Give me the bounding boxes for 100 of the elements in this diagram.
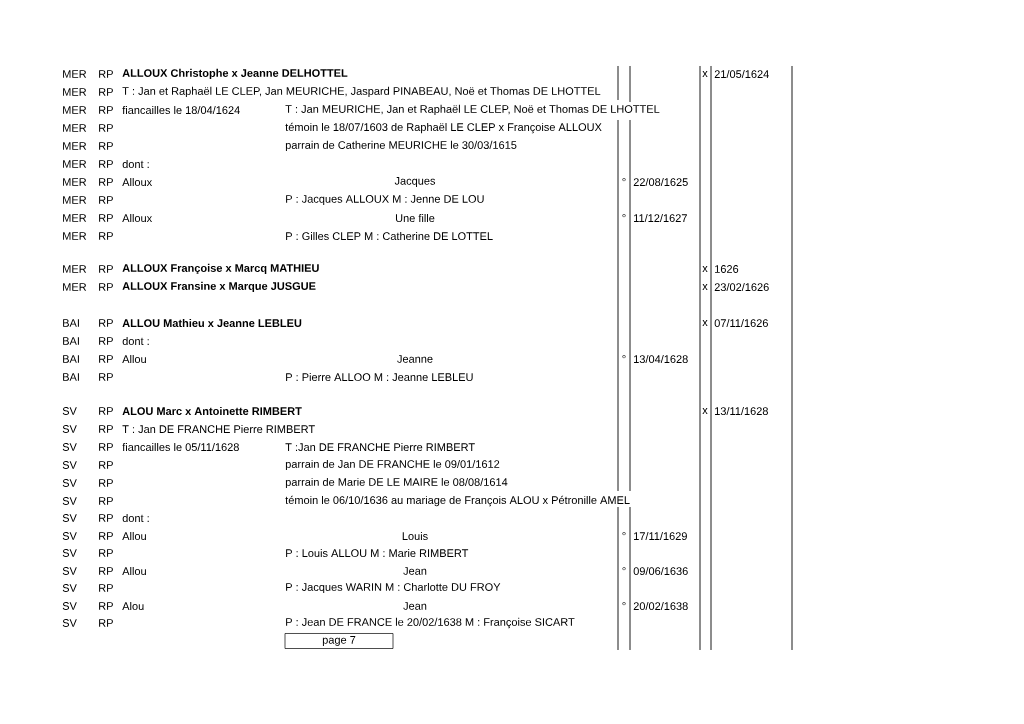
baptism-date: 22/08/1625: [633, 177, 688, 187]
child-name: Jeanne: [397, 355, 433, 363]
place-code: MER: [63, 232, 87, 240]
register-code: RP: [99, 567, 113, 575]
baptism-date: 09/06/1636: [633, 566, 688, 576]
record-text: T :Jan DE FRANCHE Pierre RIMBERT: [285, 442, 475, 452]
place-code: SV: [62, 407, 77, 415]
record-text: Alou: [122, 601, 144, 611]
record-text: T : Jan et Raphaël LE CLEP, Jan MEURICHE, Jaspard PINABEAU, Noë et Thomas DE LHOTTEL: [122, 86, 601, 98]
record-text: Allou: [122, 354, 146, 364]
register-code: RP: [99, 443, 113, 451]
marriage-date: 23/02/1626: [714, 282, 769, 292]
place-code: MER: [63, 214, 87, 222]
child-name: Louis: [402, 531, 428, 541]
record-text: dont :: [122, 513, 149, 523]
place-code: SV: [62, 567, 77, 575]
couple-heading: ALLOU Mathieu x Jeanne LEBLEU: [122, 318, 302, 328]
register-code: RP: [99, 160, 113, 168]
place-code: SV: [62, 461, 77, 469]
register-code: RP: [99, 373, 113, 381]
record-text: Alloux: [122, 177, 153, 187]
record-text: P : Gilles CLEP M : Catherine DE LOTTEL: [286, 231, 493, 241]
child-name: Jean: [403, 567, 427, 575]
marriage-date: 1626: [715, 265, 739, 273]
baptism-date: 17/11/1629: [634, 531, 687, 541]
child-name: Jacques: [394, 177, 436, 187]
register-code: RP: [99, 319, 113, 327]
record-text: témoin le 18/07/1603 de Raphaël LE CLEP x Françoise ALLOUX: [285, 122, 602, 134]
place-code: BAI: [63, 355, 79, 363]
marriage-sign: x: [702, 284, 708, 290]
record-text: Alloux: [122, 213, 153, 223]
page-number-box: page 7: [284, 633, 394, 649]
register-code: RP: [99, 70, 113, 78]
register-code: RP: [99, 479, 113, 487]
baptism-sign: °: [622, 214, 626, 218]
record-text: P : Jacques WARIN M : Charlotte DU FROY: [286, 582, 501, 594]
record-text: témoin le 06/10/1636 au mariage de François ALOU x Pétronille AMEL: [285, 495, 630, 507]
register-code: RP: [99, 497, 113, 505]
register-code: RP: [99, 337, 113, 345]
record-text: T : Jan DE FRANCHE Pierre RIMBERT: [122, 424, 315, 434]
register-code: RP: [99, 265, 113, 273]
couple-heading: ALLOUX Françoise x Marcq MATHIEU: [122, 263, 319, 275]
register-code: RP: [99, 549, 113, 557]
baptism-sign: °: [622, 532, 626, 536]
register-code: RP: [99, 584, 113, 592]
register-code: RP: [99, 407, 113, 415]
baptism-sign: °: [622, 355, 626, 359]
marriage-sign: x: [702, 408, 708, 414]
baptism-sign: °: [622, 567, 626, 571]
record-text: dont :: [122, 159, 149, 169]
record-text: T : Jan MEURICHE, Jan et Raphaël LE CLEP, Noë et Thomas DE LHOTTEL: [285, 104, 660, 116]
baptism-date: 20/02/1638: [633, 601, 688, 611]
place-code: SV: [62, 425, 77, 433]
place-code: SV: [62, 479, 77, 487]
place-code: SV: [62, 443, 77, 451]
register-code: RP: [99, 124, 113, 132]
record-text: P : Jean DE FRANCE le 20/02/1638 M : Françoise SICART: [286, 617, 575, 629]
register-code: RP: [99, 425, 113, 433]
register-code: RP: [99, 619, 113, 627]
register-code: RP: [99, 142, 113, 150]
place-code: SV: [62, 549, 77, 557]
record-text: Allou: [122, 531, 146, 541]
marriage-date: 07/11/1626: [714, 318, 768, 328]
marriage-date: 21/05/1624: [714, 69, 769, 79]
register-code: RP: [99, 178, 113, 186]
place-code: MER: [63, 178, 87, 186]
marriage-date: 13/11/1628: [715, 406, 768, 416]
baptism-sign: °: [622, 602, 626, 606]
record-text: dont :: [122, 336, 149, 346]
baptism-date: 11/12/1627: [634, 213, 687, 223]
record-text: fiancailles le 05/11/1628: [122, 442, 239, 452]
place-code: MER: [63, 88, 87, 96]
record-text: P : Jacques ALLOUX M : Jenne DE LOU: [286, 195, 484, 205]
place-code: MER: [63, 106, 87, 114]
register-code: RP: [99, 214, 113, 222]
couple-heading: ALOU Marc x Antoinette RIMBERT: [122, 406, 302, 416]
place-code: MER: [63, 70, 87, 78]
register-code: RP: [99, 602, 113, 610]
record-text: Allou: [122, 566, 146, 576]
record-text: parrain de Jan DE FRANCHE le 09/01/1612: [285, 459, 500, 471]
place-code: BAI: [63, 319, 79, 327]
register-code: RP: [99, 514, 113, 522]
register-code: RP: [99, 461, 113, 469]
register-code: RP: [99, 88, 113, 96]
place-code: SV: [62, 602, 77, 610]
place-code: SV: [62, 619, 77, 627]
register-code: RP: [99, 283, 113, 291]
place-code: SV: [62, 514, 77, 522]
record-text: parrain de Catherine MEURICHE le 30/03/1615: [285, 140, 517, 152]
register-code: RP: [99, 355, 113, 363]
register-code: RP: [99, 106, 113, 114]
place-code: MER: [63, 142, 87, 150]
couple-heading: ALLOUX Fransine x Marque JUSGUE: [122, 281, 316, 293]
place-code: BAI: [63, 373, 79, 381]
record-text: parrain de Marie DE LE MAIRE le 08/08/1614: [285, 477, 508, 489]
marriage-sign: x: [702, 320, 708, 326]
record-text: P : Pierre ALLOO M : Jeanne LEBLEU: [286, 372, 473, 382]
child-name: Une fille: [396, 213, 435, 223]
place-code: BAI: [63, 337, 79, 345]
child-name: Jean: [403, 602, 427, 610]
